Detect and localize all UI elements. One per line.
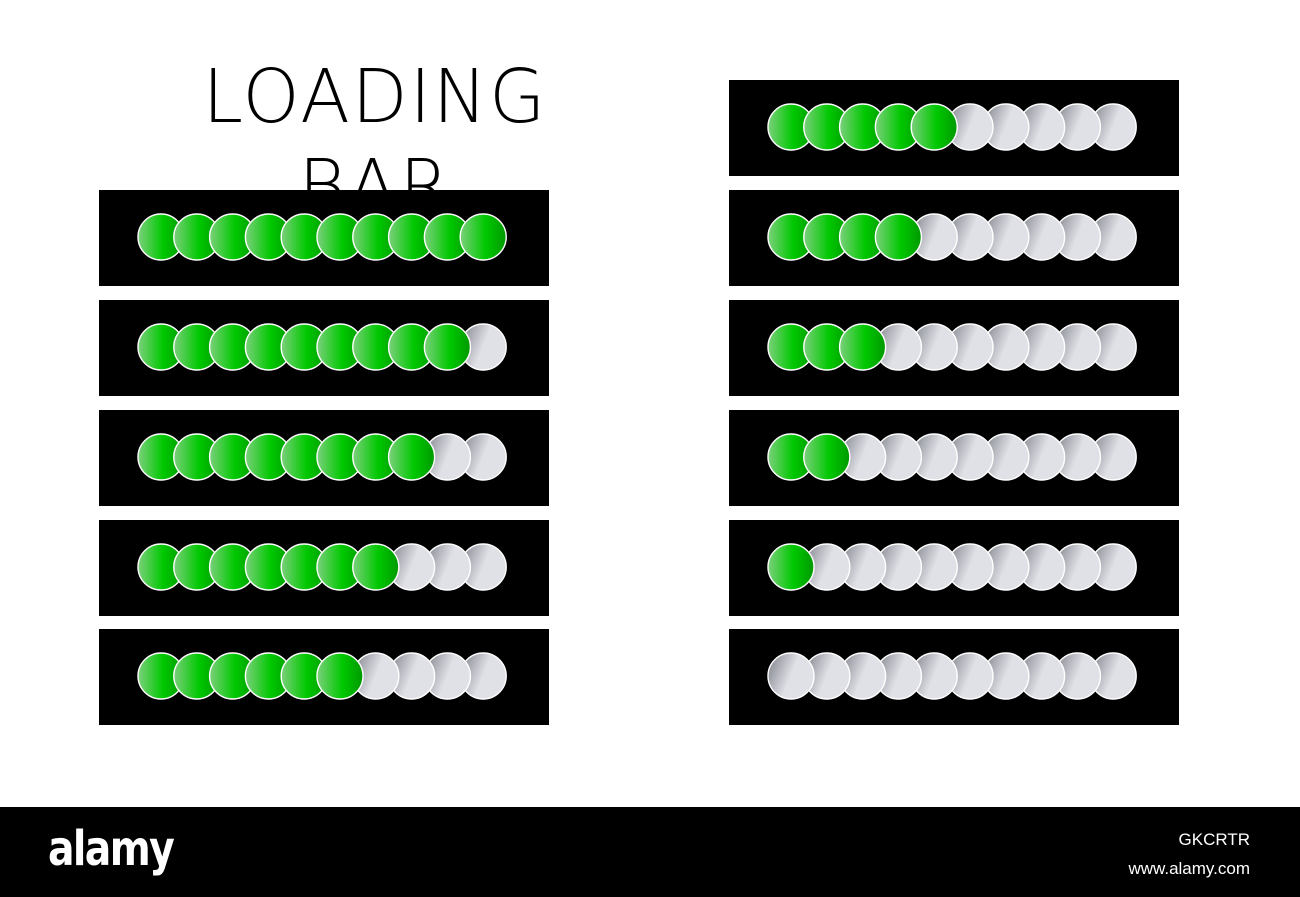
loading-bar-panel	[729, 300, 1179, 396]
loading-segment-empty	[767, 652, 815, 700]
loading-bar-graphic	[137, 433, 507, 481]
loading-bar-panel	[729, 80, 1179, 176]
loading-bar-panel	[99, 520, 549, 616]
loading-bar-graphic	[137, 543, 507, 591]
loading-bar-panel	[729, 520, 1179, 616]
footer-logo: alamy	[48, 821, 175, 877]
loading-bar-graphic	[767, 433, 1137, 481]
loading-bar-title: LOADING BAR	[202, 54, 548, 230]
loading-segment-filled	[459, 213, 507, 261]
loading-bar-graphic	[767, 652, 1137, 700]
watermark-footer: alamy GKCRTR www.alamy.com	[0, 807, 1300, 897]
loading-bar-graphic	[137, 323, 507, 371]
loading-segment-filled	[352, 543, 400, 591]
footer-url: www.alamy.com	[1128, 859, 1250, 878]
loading-bar-panel	[99, 190, 549, 286]
loading-segment-filled	[803, 433, 851, 481]
loading-segment-filled	[838, 323, 887, 371]
loading-bar-graphic	[137, 213, 507, 261]
loading-bar-graphic	[767, 323, 1137, 371]
loading-bar-panel	[99, 300, 549, 396]
loading-segment-filled	[767, 543, 815, 591]
loading-bar-graphic	[767, 213, 1137, 261]
image-code: GKCRTR	[1178, 830, 1250, 849]
loading-bar-panel	[729, 190, 1179, 286]
loading-segment-filled	[423, 323, 472, 371]
loading-bar-graphic	[767, 543, 1137, 591]
loading-bar-panel	[99, 410, 549, 506]
loading-bar-panel	[729, 410, 1179, 506]
loading-bar-panel	[729, 629, 1179, 725]
loading-segment-filled	[874, 213, 923, 261]
loading-bar-panel	[99, 629, 549, 725]
loading-segment-filled	[910, 103, 958, 151]
loading-bar-graphic	[767, 103, 1137, 151]
loading-bar-graphic	[137, 652, 507, 700]
loading-segment-filled	[387, 433, 436, 481]
loading-segment-filled	[316, 652, 364, 700]
